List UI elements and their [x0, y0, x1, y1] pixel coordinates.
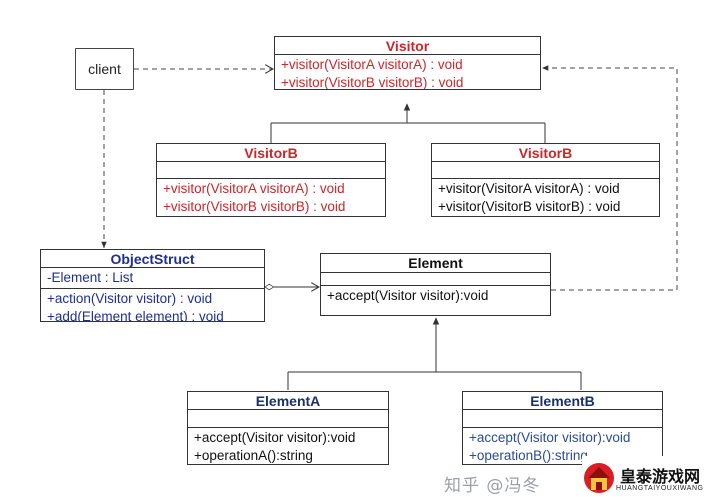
element-a-methods: +accept(Visitor visitor):void +operation…: [188, 428, 388, 464]
watermark-subtitle: HUANGTAIYOUXIWANG: [616, 485, 704, 492]
objectstruct-method: +action(Visitor visitor) : void: [47, 291, 213, 306]
element-visitor-dependency: [542, 65, 678, 291]
client-box: client: [75, 48, 134, 90]
element-class: Element +accept(Visitor visitor):void: [320, 253, 551, 316]
element-b-method: +operationB():string: [469, 448, 588, 463]
visitor-left-method: +visitor(VisitorB visitorB) : void: [163, 199, 346, 214]
element-b-class-title: ElementB: [463, 392, 662, 410]
watermark-logo: 皇泰游戏网 HUANGTAIYOUXIWANG: [582, 456, 712, 500]
element-b-class: ElementB +accept(Visitor visitor):void +…: [462, 391, 663, 465]
element-inheritance-bar: [287, 371, 582, 390]
visitor-right-method: +visitor(VisitorB visitorB) : void: [438, 199, 621, 214]
element-b-fields: [463, 410, 662, 428]
visitor-left-class-title: VisitorB: [157, 144, 385, 162]
objectstruct-fields: -Element : List: [41, 268, 264, 289]
visitor-methods: +visitor(VisitorA visitorA) : void +visi…: [275, 55, 540, 90]
watermark-brand: 皇泰游戏网: [620, 467, 701, 486]
visitor-method: +visitor(VisitorB visitorB) : void: [281, 75, 464, 90]
objectstruct-methods: +action(Visitor visitor) : void +add(Ele…: [41, 289, 264, 322]
objectstruct-class: ObjectStruct -Element : List +action(Vis…: [40, 249, 265, 322]
visitor-class-title: Visitor: [275, 37, 540, 55]
element-b-methods: +accept(Visitor visitor):void +operation…: [463, 428, 662, 464]
objectstruct-class-title: ObjectStruct: [41, 250, 264, 268]
element-fields: [321, 273, 550, 286]
visitor-left-methods: +visitor(VisitorA visitorA) : void +visi…: [157, 179, 385, 216]
element-a-class: ElementA +accept(Visitor visitor):void +…: [187, 391, 389, 465]
element-b-method: +accept(Visitor visitor):void: [469, 430, 631, 445]
visitor-class: Visitor +visitor(VisitorA visitorA) : vo…: [274, 36, 541, 90]
visitor-right-fields: [432, 162, 659, 179]
visitor-left-method: +visitor(VisitorA visitorA) : void: [163, 181, 345, 196]
client-label: client: [88, 61, 121, 77]
objectstruct-method: +add(Element element) : void: [47, 309, 224, 322]
visitor-inheritance-bar: [270, 122, 546, 143]
element-class-title: Element: [321, 254, 550, 273]
watermark-source: 知乎 @冯冬: [444, 476, 541, 496]
visitor-right-class-title: VisitorB: [432, 144, 659, 162]
visitor-left-class: VisitorB +visitor(VisitorA visitorA) : v…: [156, 143, 386, 217]
element-a-method: +operationA():string: [194, 448, 313, 463]
element-a-fields: [188, 410, 388, 428]
visitor-right-method: +visitor(VisitorA visitorA) : void: [438, 181, 620, 196]
element-a-method: +accept(Visitor visitor):void: [194, 430, 356, 445]
visitor-right-methods: +visitor(VisitorA visitorA) : void +visi…: [432, 179, 659, 216]
element-a-class-title: ElementA: [188, 392, 388, 410]
visitor-method: +visitor(VisitorA visitorA) : void: [281, 57, 463, 72]
watermark: 知乎 @冯冬 皇泰游戏网 HUANGTAIYOUXIWANG: [442, 456, 712, 500]
visitor-right-class: VisitorB +visitor(VisitorA visitorA) : v…: [431, 143, 660, 217]
element-method: +accept(Visitor visitor):void: [327, 288, 489, 303]
brand-emblem-icon: [584, 463, 614, 493]
element-methods: +accept(Visitor visitor):void: [321, 286, 550, 306]
objectstruct-field: -Element : List: [47, 270, 134, 285]
visitor-left-fields: [157, 162, 385, 179]
